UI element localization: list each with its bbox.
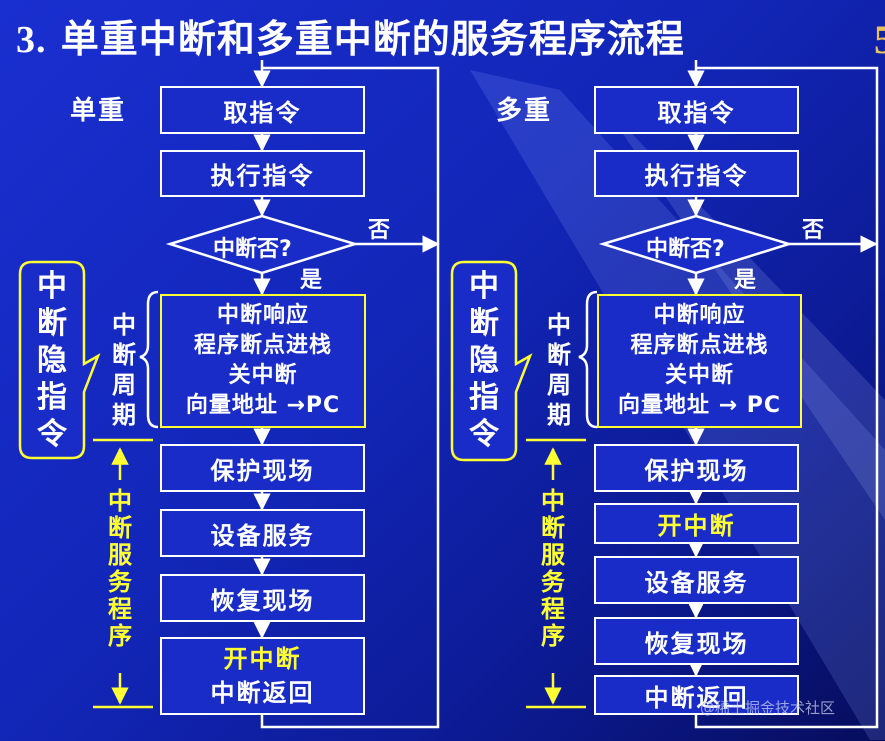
multiple-yes-label: 是 [734,268,757,293]
multiple-execute-box: 执行指令 [594,150,799,197]
left-loop-return-line [260,66,440,729]
single-device-box: 设备服务 [160,509,365,557]
single-return-box: 开中断 中断返回 [160,637,365,715]
multiple-cycle-box: 中断响应 程序断点进栈 关中断 向量地址 → PC [597,294,802,428]
right-cycle-brace [578,290,598,429]
single-hidden-instruction-text: 中断隐指令 [37,269,67,452]
multiple-device-box: 设备服务 [594,556,799,604]
multiple-decision-text: 中断否? [646,237,725,262]
multiple-restore-box: 恢复现场 [594,617,799,665]
multiple-enable-box: 开中断 [594,503,799,544]
single-no-label: 否 [368,218,391,243]
single-cycle-line-3: 关中断 [228,363,298,388]
multiple-no-label: 否 [802,218,825,243]
single-save-box: 保护现场 [160,444,365,492]
multiple-cycle-line-3: 关中断 [664,363,734,388]
right-decision-diamond [598,214,794,275]
title-number: 3. [16,19,47,61]
multiple-save-box: 保护现场 [594,444,799,492]
single-execute-box: 执行指令 [160,150,365,197]
left-hidden-instruction-callout [18,260,101,460]
single-cycle-box: 中断响应 程序断点进栈 关中断 向量地址 →PC [160,294,366,428]
page-number: 5 [874,17,885,62]
single-yes-label: 是 [300,268,323,293]
multiple-cycle-line-4: 向量地址 → PC [617,393,782,418]
title-text: 单重中断和多重中断的服务程序流程 [60,17,685,61]
right-loop-return-line [694,66,879,729]
watermark: @稀土掘金技术社区 [700,699,836,717]
single-decision-text: 中断否? [213,237,292,262]
multiple-label: 多重 [496,96,553,126]
single-cycle-line-2: 程序断点进栈 [193,333,332,358]
single-return-text: 中断返回 [210,679,315,707]
multiple-cycle-label: 中断周期 [547,311,571,429]
multiple-hidden-instruction-text: 中断隐指令 [469,269,499,452]
left-decision-diamond [165,214,360,275]
single-label: 单重 [70,96,127,126]
single-cycle-line-1: 中断响应 [216,303,309,328]
multiple-cycle-line-2: 程序断点进栈 [630,333,769,358]
multiple-return-box: 中断返回 [594,675,799,715]
multiple-service-label: 中断服务程序 [541,487,565,650]
single-cycle-line-4: 向量地址 →PC [185,393,341,418]
single-service-label: 中断服务程序 [108,487,132,650]
multiple-fetch-box: 取指令 [594,86,799,134]
multiple-cycle-line-1: 中断响应 [653,303,746,328]
single-restore-box: 恢复现场 [160,574,365,622]
page-title: 3. 单重中断和多重中断的服务程序流程 [16,8,685,63]
single-fetch-box: 取指令 [160,86,365,134]
single-cycle-label: 中断周期 [112,311,136,429]
right-hidden-instruction-callout [450,260,533,462]
left-cycle-brace [139,290,159,429]
single-enable-text: 开中断 [223,645,302,673]
